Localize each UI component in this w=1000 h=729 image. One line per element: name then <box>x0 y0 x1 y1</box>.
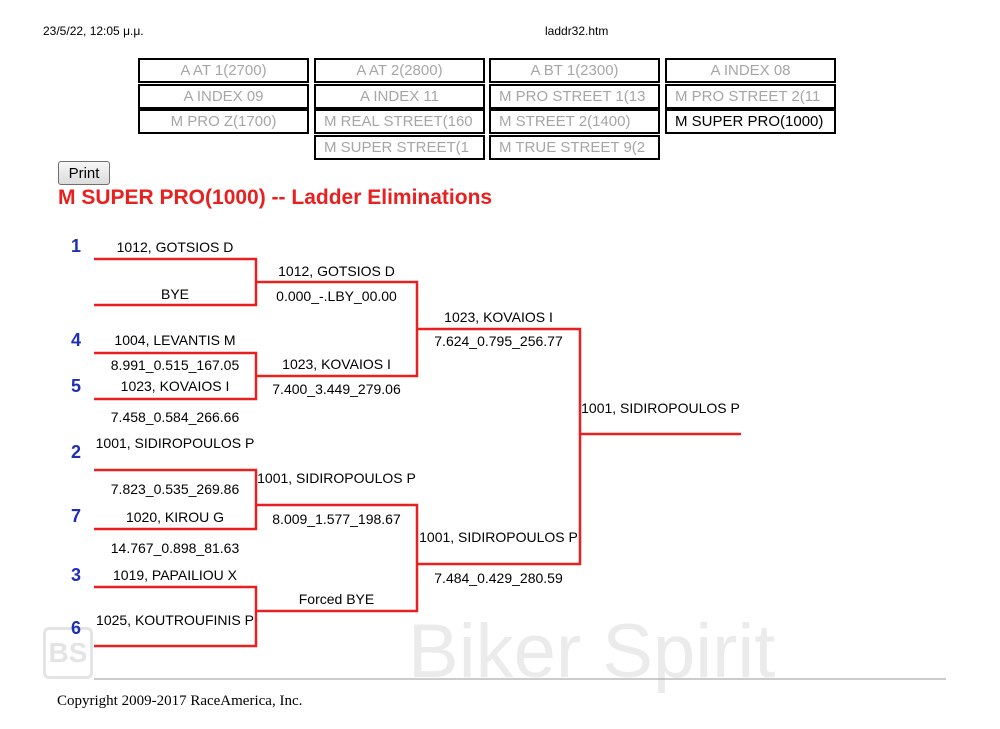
race-time: 0.000_-.LBY_00.00 <box>276 288 397 304</box>
seed-number: 4 <box>70 330 81 350</box>
race-time: 7.400_3.449_279.06 <box>272 381 401 397</box>
seed-number: 2 <box>70 442 81 462</box>
bracket-connector <box>256 503 419 613</box>
racer-name: 1020, KIROU G <box>125 509 225 525</box>
racer-name: 1019, PAPAILIOU X <box>113 567 237 583</box>
watermark-text: Biker Spirit <box>408 609 776 694</box>
watermark-logo: BS <box>43 627 93 679</box>
racer-name: 1023, KOVAIOS I <box>282 356 391 372</box>
winner-name: 1001, SIDIROPOULOS P <box>581 400 740 416</box>
race-time: 14.767_0.898_81.63 <box>110 540 240 556</box>
racer-name: 1012, GOTSIOS D <box>116 239 234 255</box>
category-link[interactable]: M TRUE STREET 9(2 <box>489 135 660 160</box>
racer-name: 1001, SIDIROPOULOS P <box>95 435 255 451</box>
category-link[interactable]: A INDEX 11 <box>314 84 485 109</box>
bracket-connector <box>417 327 582 566</box>
category-link[interactable]: A INDEX 09 <box>138 84 309 109</box>
race-time: 8.009_1.577_198.67 <box>272 511 401 527</box>
racer-name: 1023, KOVAIOS I <box>120 378 230 394</box>
race-time: 7.624_0.795_256.77 <box>434 333 563 349</box>
bracket-connector <box>94 585 258 648</box>
category-link[interactable]: M REAL STREET(160 <box>314 109 485 134</box>
category-link-active[interactable]: M SUPER PRO(1000) <box>665 109 836 134</box>
race-time: 7.458_0.584_266.66 <box>110 409 240 425</box>
copyright-text: Copyright 2009-2017 RaceAmerica, Inc. <box>57 693 303 709</box>
racer-name: 1025, KOUTROUFINIS P <box>96 612 254 628</box>
forced-bye-label: Forced BYE <box>298 591 375 607</box>
category-link[interactable]: M STREET 2(1400) <box>489 109 660 134</box>
racer-name: 1001, SIDIROPOULOS P <box>419 529 578 545</box>
racer-name: BYE <box>160 286 189 302</box>
seed-number: 3 <box>70 565 81 585</box>
seed-number: 1 <box>70 236 81 256</box>
seed-number: 5 <box>70 376 81 396</box>
bracket-connector <box>94 468 258 531</box>
racer-name: 1001, SIDIROPOULOS P <box>257 470 416 486</box>
category-link[interactable]: M SUPER STREET(1 <box>314 135 485 160</box>
category-link[interactable]: A INDEX 08 <box>665 58 836 83</box>
category-link[interactable]: A AT 1(2700) <box>138 58 309 83</box>
category-link[interactable]: M PRO STREET 2(11 <box>665 84 836 109</box>
print-button[interactable]: Print <box>58 161 110 185</box>
category-link[interactable]: A BT 1(2300) <box>489 58 660 83</box>
category-link[interactable]: A AT 2(2800) <box>314 58 485 83</box>
page-title: M SUPER PRO(1000) -- Ladder Eliminations <box>58 186 493 209</box>
seed-number: 6 <box>70 618 81 638</box>
category-link[interactable]: M PRO STREET 1(13 <box>489 84 660 109</box>
racer-name: 1004, LEVANTIS M <box>114 332 236 348</box>
watermark-logo-text: BS <box>48 637 88 668</box>
race-time: 7.823_0.535_269.86 <box>110 481 240 497</box>
racer-name: 1023, KOVAIOS I <box>444 309 553 325</box>
page-filename: laddr32.htm <box>545 24 609 38</box>
race-time: 7.484_0.429_280.59 <box>434 570 563 586</box>
category-link[interactable]: M PRO Z(1700) <box>138 109 309 134</box>
race-time: 8.991_0.515_167.05 <box>110 357 240 373</box>
print-datetime: 23/5/22, 12:05 μ.μ. <box>43 24 144 38</box>
racer-name: 1012, GOTSIOS D <box>278 263 395 279</box>
seed-number: 7 <box>70 506 81 526</box>
